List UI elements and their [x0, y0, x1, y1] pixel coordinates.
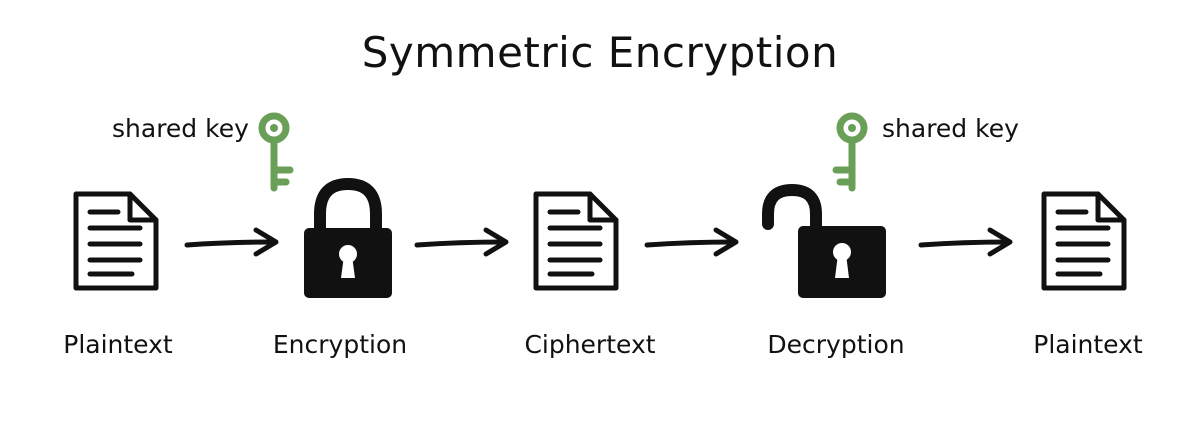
step-label-decryption: Decryption: [767, 330, 905, 359]
step-label-plaintext-output: Plaintext: [1033, 330, 1143, 359]
locked-padlock-icon: [304, 177, 392, 298]
document-icon: [73, 191, 159, 291]
step-label-plaintext: Plaintext: [63, 330, 173, 359]
shared-key-label-right: shared key: [882, 114, 1019, 143]
arrow-right-icon: [644, 227, 739, 257]
diagram-title: Symmetric Encryption: [361, 28, 839, 77]
step-label-encryption: Encryption: [272, 330, 408, 359]
key-icon: [258, 112, 294, 192]
arrow-right-icon: [414, 227, 509, 257]
arrow-right-icon: [918, 227, 1013, 257]
document-icon: [533, 191, 619, 291]
key-icon: [832, 112, 868, 192]
step-label-ciphertext: Ciphertext: [524, 330, 656, 359]
shared-key-label-left: shared key: [112, 114, 249, 143]
document-icon: [1041, 191, 1127, 291]
unlocked-padlock-icon: [762, 183, 886, 298]
arrow-right-icon: [184, 227, 279, 257]
